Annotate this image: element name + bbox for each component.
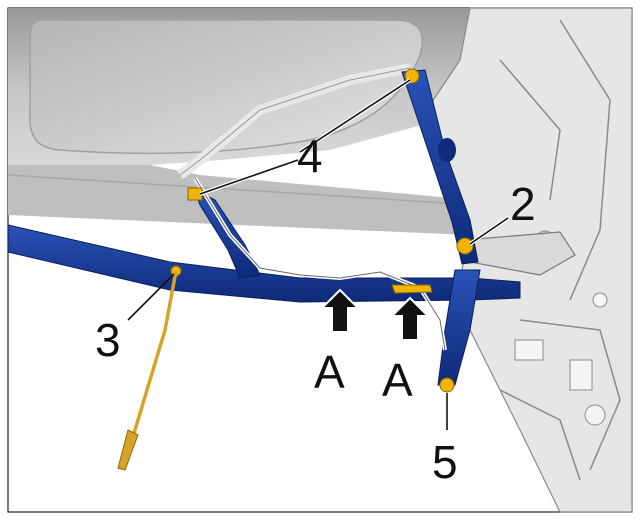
leader-4a-line — [299, 79, 411, 153]
frame-rib-3 — [519, 319, 621, 471]
mount-point-2 — [456, 237, 474, 255]
leader-2-line — [469, 217, 509, 245]
mount-point-5 — [439, 377, 455, 393]
frame-hole-2 — [592, 292, 608, 308]
inner-rail-edge — [179, 67, 411, 176]
callout-2: 2 — [510, 178, 536, 230]
frame-cutout-1 — [514, 339, 544, 361]
side-drain-channel-upper — [401, 69, 479, 265]
frame-cutout-2 — [569, 359, 593, 391]
mount-point-4-left — [187, 187, 203, 201]
arrow-label-a-left: A — [314, 346, 345, 398]
frame-rib-1 — [559, 19, 611, 301]
arrow-up-icon — [319, 288, 361, 333]
channel-boss — [438, 138, 456, 162]
frame-hole-1 — [584, 404, 606, 426]
leader-3 — [127, 273, 175, 321]
side-drain-channel-lower — [437, 269, 481, 386]
frame-rib-4 — [499, 389, 581, 481]
frame-rib-2 — [499, 59, 561, 201]
arrow-up-icon — [389, 296, 431, 341]
arrow-label-a-right: A — [382, 354, 413, 406]
sunroof-glass — [29, 19, 423, 155]
clip-yellow — [391, 284, 433, 294]
callout-5: 5 — [432, 436, 458, 488]
callout-4: 4 — [297, 130, 323, 182]
leader-4b-line — [199, 159, 299, 195]
drain-tube-3-end — [117, 429, 139, 471]
callout-3: 3 — [95, 314, 121, 366]
drain-hose-outline — [194, 177, 446, 351]
